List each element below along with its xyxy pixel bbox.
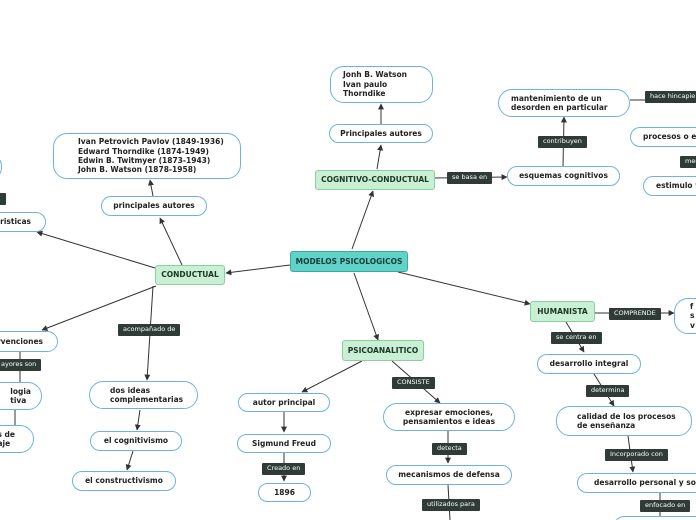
cognitivo-autor-1: Jonh B. Watson	[343, 70, 408, 80]
conductual-node[interactable]: CONDUCTUAL	[155, 265, 225, 285]
calidad-line-2: de enseñanza	[577, 421, 636, 430]
acompanado-de-label: acompañado de	[118, 324, 181, 336]
desarrollo-personal-node[interactable]: desarrollo personal y socia	[577, 473, 696, 493]
humanista-node[interactable]: HUMANISTA	[530, 301, 595, 322]
cognitivismo-node[interactable]: el cognitivismo	[90, 431, 182, 451]
mantenimiento-line-2: desorden en particular	[511, 103, 608, 112]
cognitivo-autor-3: Thorndike	[343, 89, 386, 99]
fsv-line-1: f	[690, 301, 694, 311]
creado-en-label: Creado en	[262, 463, 306, 475]
conductual-autor-3: Edwin B. Twitmyer (1873-1943)	[78, 156, 211, 165]
cognitivo-autor-2: Ivan paulo	[343, 79, 388, 89]
edge-cognitivo-principales	[376, 144, 384, 170]
expresar-line-2: pensamientos e ideas	[402, 417, 496, 426]
ajes-line-2: aje	[0, 439, 11, 448]
psicoanalitico-node[interactable]: PSICOANALITICO	[342, 340, 424, 361]
ajes-line-1: s de	[0, 429, 15, 439]
expresar-emociones-node[interactable]: expresar emociones, pensamientos e ideas	[383, 403, 515, 431]
utilizados-para-label: utilizados para	[422, 499, 480, 511]
se-centra-en-label: se centra en	[551, 332, 602, 344]
partial-label-top-left	[0, 193, 7, 205]
conductual-autores-list[interactable]: Ivan Petrovich Pavlov (1849-1936) Edward…	[53, 133, 241, 179]
fsv-line-3: v	[690, 320, 695, 330]
edge-root-cognitivo	[351, 190, 374, 250]
edge-cognitivismo-constructivismo	[125, 450, 134, 471]
expresar-line-1: expresar emociones,	[405, 407, 493, 417]
dos-ideas-line-2: complementarias	[110, 395, 184, 404]
esquemas-cognitivos-node[interactable]: esquemas cognitivos	[507, 166, 620, 186]
root-node[interactable]: MODELOS PSICOLOGICOS	[290, 251, 408, 272]
mantenimiento-line-1: mantenimiento de un	[511, 93, 602, 103]
desarrollo-integral-node[interactable]: desarrollo integral	[537, 354, 641, 374]
determina-label: determina	[586, 385, 630, 397]
dos-ideas-node[interactable]: dos ideas complementarias	[89, 381, 198, 409]
ajes-node[interactable]: s de aje	[0, 425, 34, 453]
dos-ideas-line-1: dos ideas	[110, 385, 151, 395]
cognitivo-autores-list[interactable]: Jonh B. Watson Ivan paulo Thorndike	[330, 66, 433, 103]
ologia-line-1: logia	[10, 386, 31, 396]
fsv-node[interactable]: f s v	[674, 298, 696, 334]
conductual-autor-2: Edward Thorndike (1874-1949)	[78, 146, 209, 156]
edge-dos-ideas-cognitivismo	[134, 409, 141, 431]
med-label: med	[680, 156, 696, 168]
consiste-label: CONSISTE	[392, 377, 435, 389]
ologia-node[interactable]: logia tiva	[0, 382, 42, 410]
mantenimiento-node[interactable]: mantenimiento de un desorden en particul…	[498, 89, 630, 117]
partial-node-bottom-right[interactable]	[614, 516, 696, 520]
conductual-autor-4: John B. Watson (1878-1958)	[78, 165, 197, 175]
cognitivo-conductual-node[interactable]: COGNITIVO-CONDUCTUAL	[315, 170, 435, 190]
edge-conductual-intervenciones	[41, 285, 157, 331]
estimulo-node[interactable]: estimulo y	[643, 176, 696, 196]
detecta-label: detecta	[432, 443, 467, 455]
se-basa-en-label: se basa en	[447, 172, 493, 184]
caracteristicas-node[interactable]: eristicas	[0, 212, 46, 232]
edge-root-psicoanalitico	[353, 272, 380, 341]
edge-conductual-principales	[159, 217, 183, 266]
intervenciones-node[interactable]: rvenciones	[0, 331, 58, 352]
mayores-son-label: ayores son	[0, 359, 42, 371]
edge-root-humanista	[397, 271, 531, 306]
ologia-line-2: tiva	[10, 396, 27, 405]
sigmund-freud-node[interactable]: Sigmund Freud	[237, 434, 331, 453]
contribuyen-label: contribuyen	[538, 136, 587, 148]
edge-root-conductual	[225, 264, 291, 276]
fsv-line-2: s	[690, 311, 695, 321]
comprende-label: COMPRENDE	[609, 308, 661, 320]
hace-hincapie-label: hace hincapie	[645, 91, 696, 103]
incorporado-con-label: Incorporado con	[605, 449, 668, 461]
edge-conductual-caracteristicas	[36, 230, 156, 269]
constructivismo-node[interactable]: el constructivismo	[72, 471, 176, 491]
calidad-line-1: calidad de los procesos	[577, 411, 676, 421]
conductual-autor-1: Ivan Petrovich Pavlov (1849-1936)	[78, 137, 224, 147]
enfocado-en-label: enfocado en	[640, 500, 691, 512]
calidad-procesos-node[interactable]: calidad de los procesos de enseñanza	[556, 406, 692, 436]
anio-1896-node[interactable]: 1896	[258, 483, 311, 502]
conductual-principales-autores[interactable]: principales autores	[101, 196, 207, 216]
edge-principales-autores-conductual	[148, 179, 154, 197]
procesos-node[interactable]: procesos o e	[630, 127, 696, 147]
autor-principal-node[interactable]: autor principal	[238, 393, 330, 412]
edge-psico-autor	[301, 360, 363, 393]
cognitivo-principales-autores[interactable]: Principales autores	[329, 124, 433, 143]
mecanismos-defensa-node[interactable]: mecanismos de defensa	[386, 465, 512, 485]
